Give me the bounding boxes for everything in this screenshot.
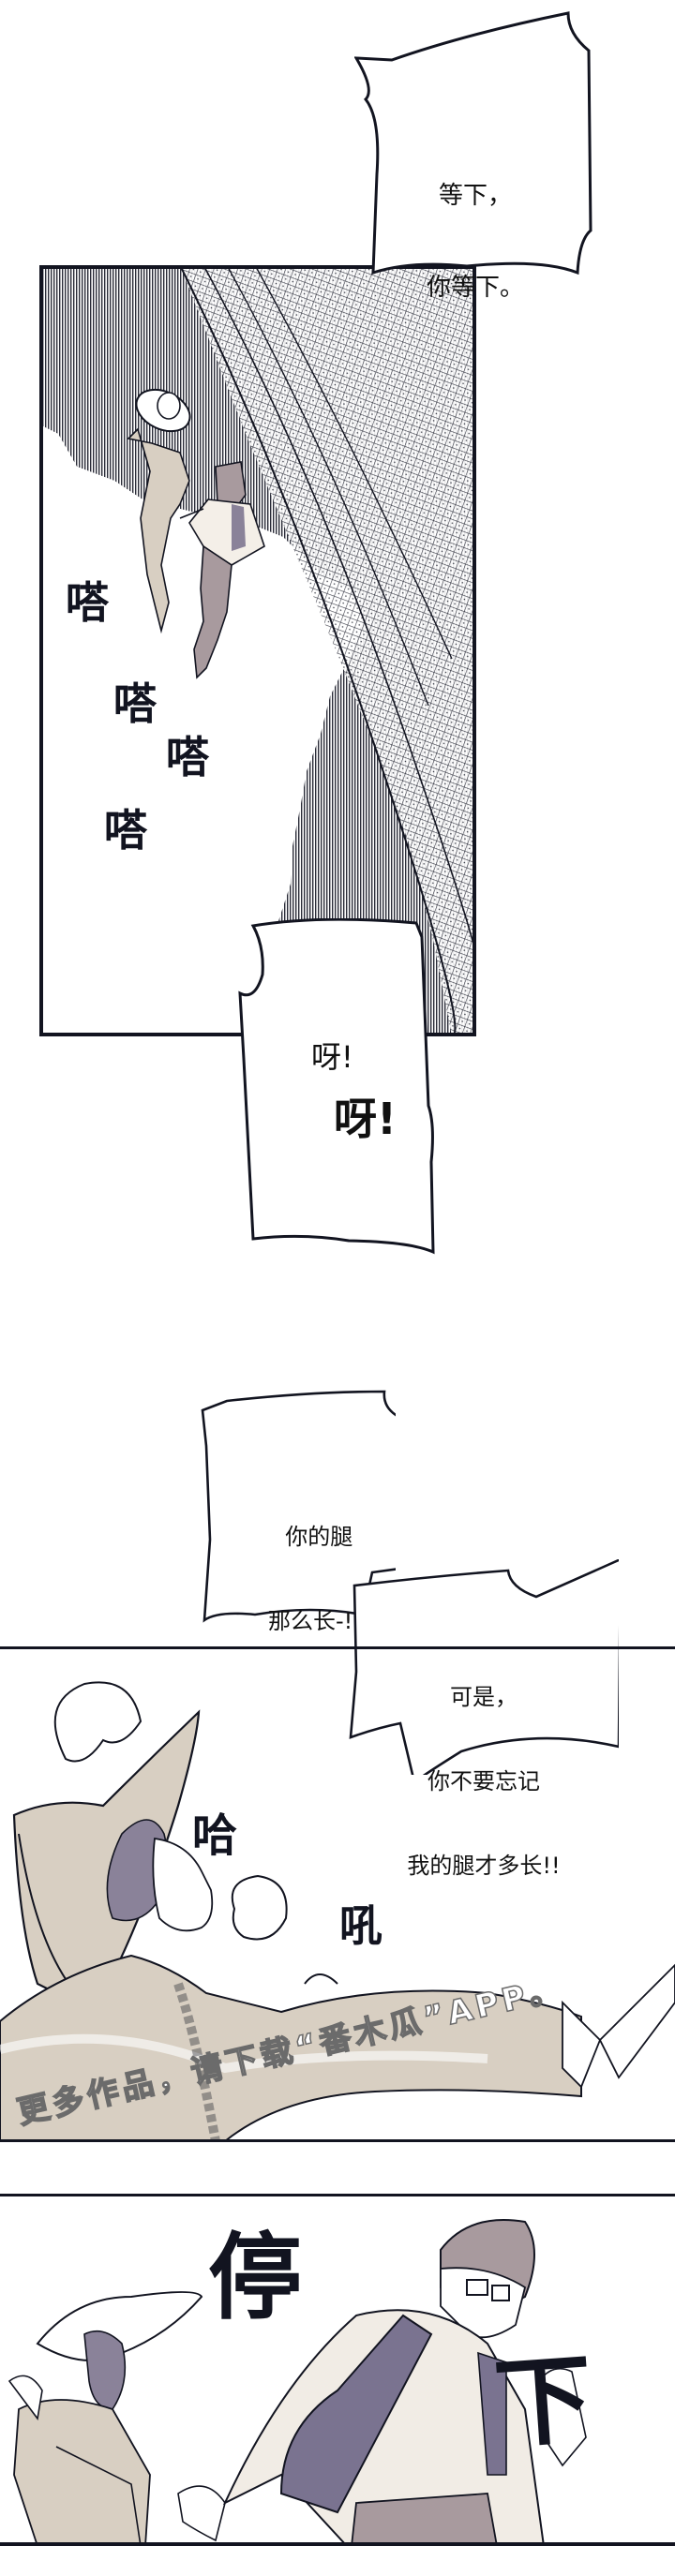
panel-3-bottom-border xyxy=(0,2542,675,2546)
speech-bubble-wait-text: 等下， 你等下。 xyxy=(426,182,524,302)
speech-bubble-ya-line2: 呀! xyxy=(334,1094,397,1144)
speech-bubble-long-legs-text: 你的腿 那么长-! xyxy=(268,1524,353,1634)
sfx-pant-hou: 吼 xyxy=(339,1900,382,1951)
speech-bubble-ya-line1: 呀! xyxy=(311,1039,353,1075)
sfx-step-4: 嗒 xyxy=(104,805,147,856)
panel-1-artwork xyxy=(39,265,476,1036)
woman-figure-small xyxy=(8,2291,203,2546)
speech-bubble-ya-shape xyxy=(238,918,435,1255)
speech-bubble-wait-shape xyxy=(354,11,592,275)
woman-figure xyxy=(127,388,191,634)
panel-2-artwork xyxy=(0,1681,675,2141)
sfx-step-1: 嗒 xyxy=(66,577,109,628)
speech-bubble-my-legs: 可是， 你不要忘记 我的腿才多长!! xyxy=(349,1559,619,1879)
sfx-step-3: 嗒 xyxy=(166,732,209,782)
sfx-step-2: 嗒 xyxy=(113,678,157,729)
panel-3-artwork xyxy=(8,2219,587,2546)
speech-bubble-ya: 呀! 呀! xyxy=(236,918,458,1258)
panel-3-top-border xyxy=(0,2194,675,2196)
sfx-stop-xia: 下 xyxy=(490,2341,597,2463)
man-figure-large xyxy=(222,2219,587,2546)
speech-bubble-long-legs-shape xyxy=(201,1390,396,1623)
panel-2-bottom-border xyxy=(0,2139,675,2142)
sfx-stop-ting: 停 xyxy=(208,2223,302,2332)
man-figure xyxy=(179,461,265,679)
speech-bubble-long-legs: 你的腿 那么长-! xyxy=(199,1390,396,1634)
panel-3: 停 下 xyxy=(0,2194,675,2546)
panel-2: 哈 吼 更多作品，请下载“番木瓜”APP。 xyxy=(0,1646,675,2142)
speech-bubble-wait: 等下， 你等下。 xyxy=(354,6,596,302)
panel-1: 嗒 嗒 嗒 嗒 xyxy=(39,265,476,1036)
sfx-pant-ha: 哈 xyxy=(192,1809,238,1862)
speech-bubble-my-legs-text: 可是， 你不要忘记 我的腿才多长!! xyxy=(407,1684,561,1879)
panel-2-top-border xyxy=(0,1646,675,1649)
speech-bubble-my-legs-shape xyxy=(349,1559,619,1775)
